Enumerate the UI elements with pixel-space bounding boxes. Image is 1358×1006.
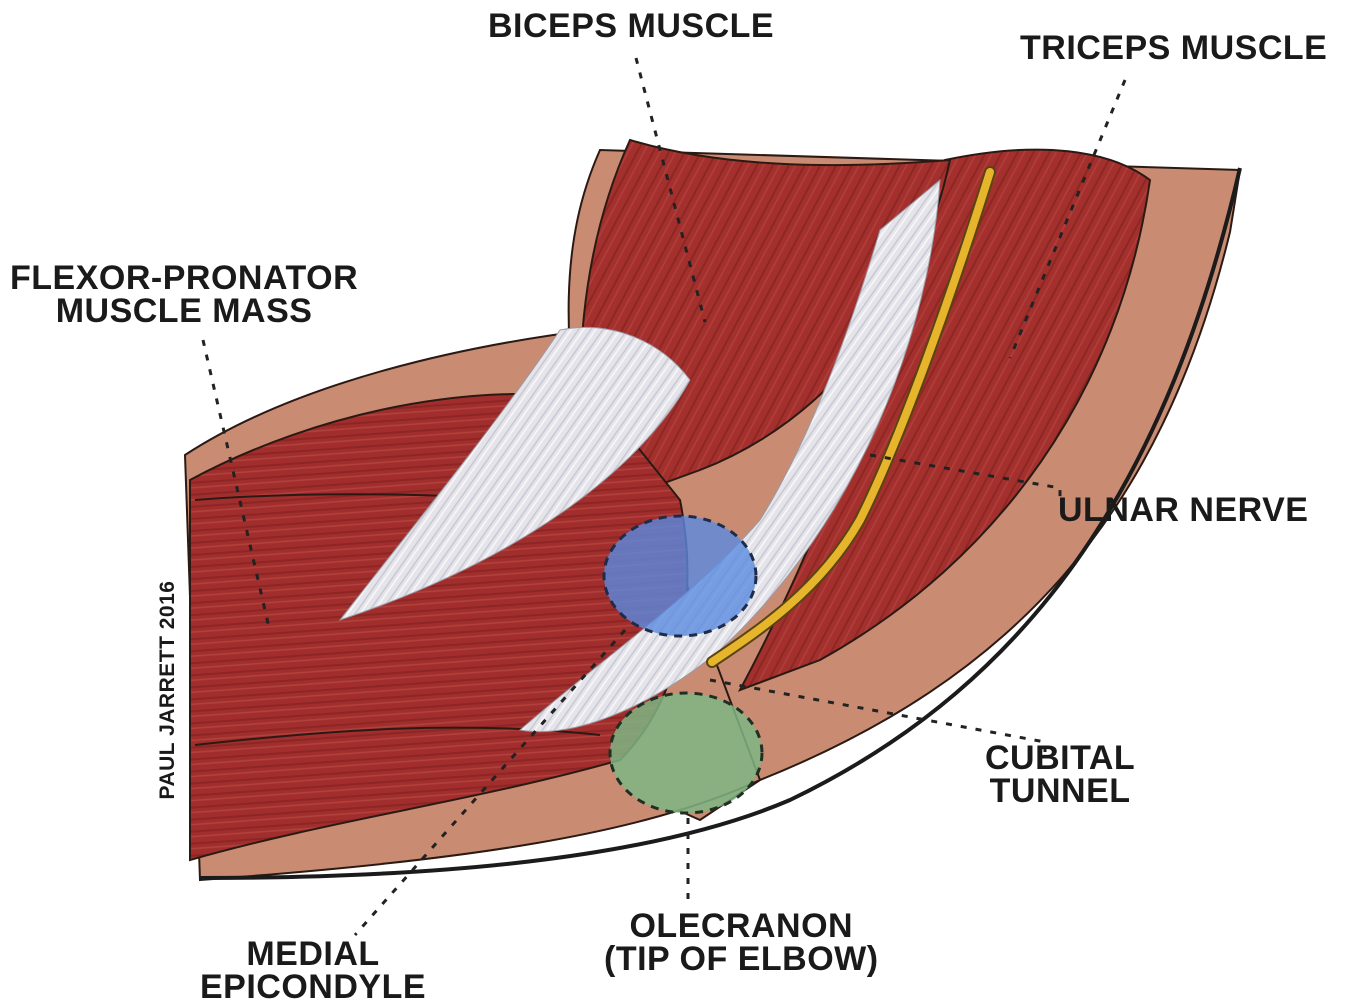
flexor-pronator-label-line2: MUSCLE MASS	[10, 295, 358, 328]
olecranon-marker	[610, 693, 762, 813]
medial-epicondyle-marker	[604, 516, 756, 636]
olecranon-label: OLECRANON (TIP OF ELBOW)	[604, 910, 879, 976]
cubital-tunnel-label: CUBITAL TUNNEL	[985, 742, 1135, 808]
medial-epicondyle-label-line2: EPICONDYLE	[200, 971, 426, 1004]
medial-epicondyle-label-line1: MEDIAL	[200, 938, 426, 971]
flexor-pronator-label-line1: FLEXOR-PRONATOR	[10, 262, 358, 295]
ulnar-nerve-label: ULNAR NERVE	[1058, 494, 1308, 527]
cubital-tunnel-label-line1: CUBITAL	[985, 742, 1135, 775]
biceps-muscle-label: BICEPS MUSCLE	[488, 10, 774, 43]
triceps-muscle-label: TRICEPS MUSCLE	[1020, 32, 1327, 65]
olecranon-label-line1: OLECRANON	[604, 910, 879, 943]
medial-epicondyle-label: MEDIAL EPICONDYLE	[200, 938, 426, 1004]
flexor-pronator-label: FLEXOR-PRONATOR MUSCLE MASS	[10, 262, 358, 328]
artist-credit: PAUL JARRETT 2016	[156, 581, 180, 800]
cubital-tunnel-label-line2: TUNNEL	[985, 775, 1135, 808]
olecranon-label-line2: (TIP OF ELBOW)	[604, 943, 879, 976]
